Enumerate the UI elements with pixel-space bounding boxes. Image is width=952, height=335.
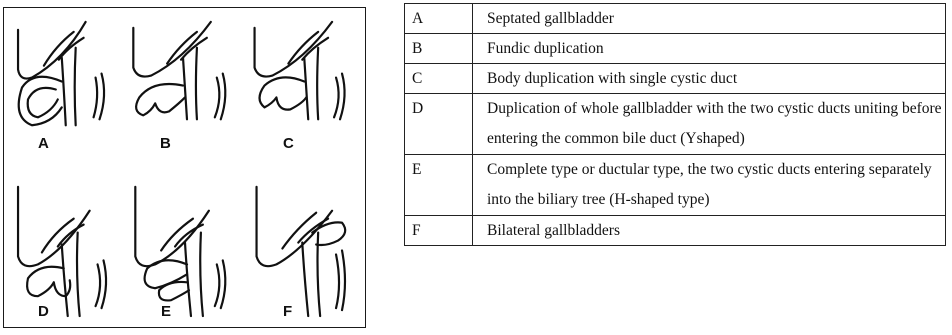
- panel-d-drawing: [18, 187, 106, 316]
- figure-drawings: [4, 8, 365, 327]
- row-key: A: [405, 4, 473, 34]
- table-row: D Duplication of whole gallbladder with …: [405, 94, 946, 155]
- row-description: Bilateral gallbladders: [473, 216, 946, 246]
- panel-label-f: F: [283, 304, 292, 319]
- row-key: F: [405, 216, 473, 246]
- row-description: Septated gallbladder: [473, 4, 946, 34]
- row-description: Fundic duplication: [473, 34, 946, 64]
- panel-label-b: B: [160, 136, 171, 151]
- row-key: E: [405, 155, 473, 216]
- legend-table: A Septated gallbladder B Fundic duplicat…: [404, 3, 946, 246]
- panel-f-drawing: [257, 187, 346, 316]
- table-row: A Septated gallbladder: [405, 4, 946, 34]
- table-row: E Complete type or ductular type, the tw…: [405, 155, 946, 216]
- row-key: D: [405, 94, 473, 155]
- row-description: Body duplication with single cystic duct: [473, 64, 946, 94]
- panel-label-a: A: [38, 136, 49, 151]
- table-row: C Body duplication with single cystic du…: [405, 64, 946, 94]
- row-description: Duplication of whole gallbladder with th…: [473, 94, 946, 155]
- panel-label-d: D: [38, 304, 49, 319]
- table-row: F Bilateral gallbladders: [405, 216, 946, 246]
- panel-e-drawing: [135, 187, 225, 316]
- panel-c-drawing: [255, 22, 345, 119]
- panel-b-drawing: [133, 22, 225, 119]
- row-description: Complete type or ductular type, the two …: [473, 155, 946, 216]
- panel-label-c: C: [283, 136, 294, 151]
- row-key: C: [405, 64, 473, 94]
- row-key: B: [405, 34, 473, 64]
- table-row: B Fundic duplication: [405, 34, 946, 64]
- panel-label-e: E: [161, 304, 171, 319]
- gallbladder-variants-figure: A B C D E F: [3, 7, 366, 328]
- panel-a-drawing: [18, 22, 104, 125]
